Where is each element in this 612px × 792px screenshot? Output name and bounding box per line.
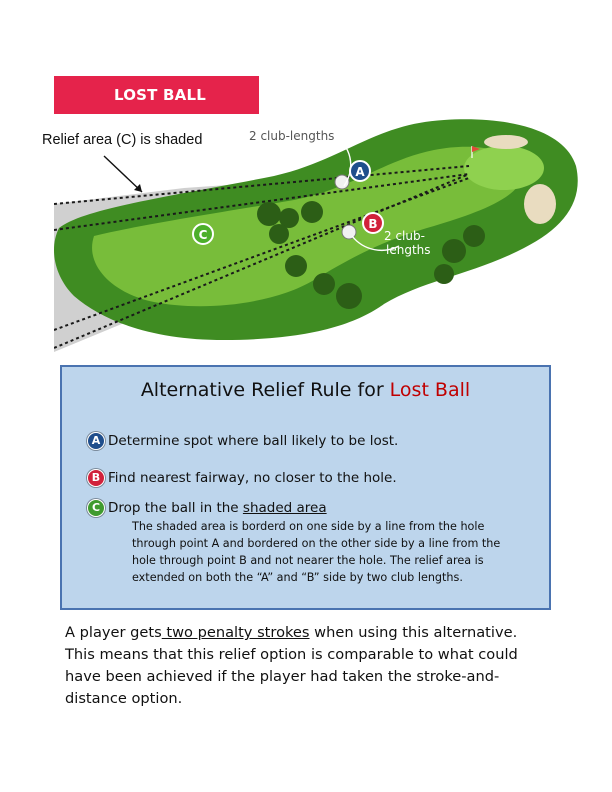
- step-c-text: Drop the ball in the: [108, 500, 243, 516]
- label-b-clubs-line2: lengths: [386, 243, 431, 257]
- green-area: [464, 146, 544, 190]
- step-a-text: Determine spot where ball likely to be l…: [108, 433, 398, 449]
- player-b-icon: [342, 225, 356, 239]
- step-c-badge: C: [87, 499, 105, 517]
- rule-title-accent: Lost Ball: [390, 379, 471, 401]
- step-c: C Drop the ball in the shaded area: [108, 500, 327, 516]
- rule-title-prefix: Alternative Relief Rule for: [141, 379, 390, 401]
- penalty-footer: A player gets two penalty strokes when u…: [65, 622, 545, 710]
- step-a: A Determine spot where ball likely to be…: [108, 433, 398, 449]
- label-b-clubs-line1: 2 club-: [384, 229, 425, 243]
- sand-bunker-2: [484, 135, 528, 149]
- step-b: B Find nearest fairway, no closer to the…: [108, 470, 397, 486]
- step-a-badge: A: [87, 432, 105, 450]
- marker-c-label: C: [199, 228, 208, 242]
- golf-hole-diagram: A B C 2 club-lengths 2 club- lengths: [54, 116, 584, 352]
- callout-arrow: [104, 156, 142, 192]
- sand-bunker-1: [524, 184, 556, 224]
- marker-b-label: B: [368, 217, 377, 231]
- step-b-badge: B: [87, 469, 105, 487]
- lost-ball-banner: LOST BALL: [54, 76, 259, 114]
- marker-a-label: A: [355, 165, 365, 179]
- rule-title: Alternative Relief Rule for Lost Ball: [62, 379, 549, 401]
- footer-penalty: two penalty strokes: [162, 624, 310, 641]
- banner-title: LOST BALL: [114, 86, 206, 104]
- step-c-underlined: shaded area: [243, 500, 327, 516]
- label-a-clubs: 2 club-lengths: [249, 129, 334, 143]
- step-b-text: Find nearest fairway, no closer to the h…: [108, 470, 397, 486]
- relief-detail-text: The shaded area is borderd on one side b…: [132, 518, 504, 586]
- relief-rule-box: Alternative Relief Rule for Lost Ball A …: [60, 365, 551, 610]
- footer-prefix: A player gets: [65, 624, 162, 641]
